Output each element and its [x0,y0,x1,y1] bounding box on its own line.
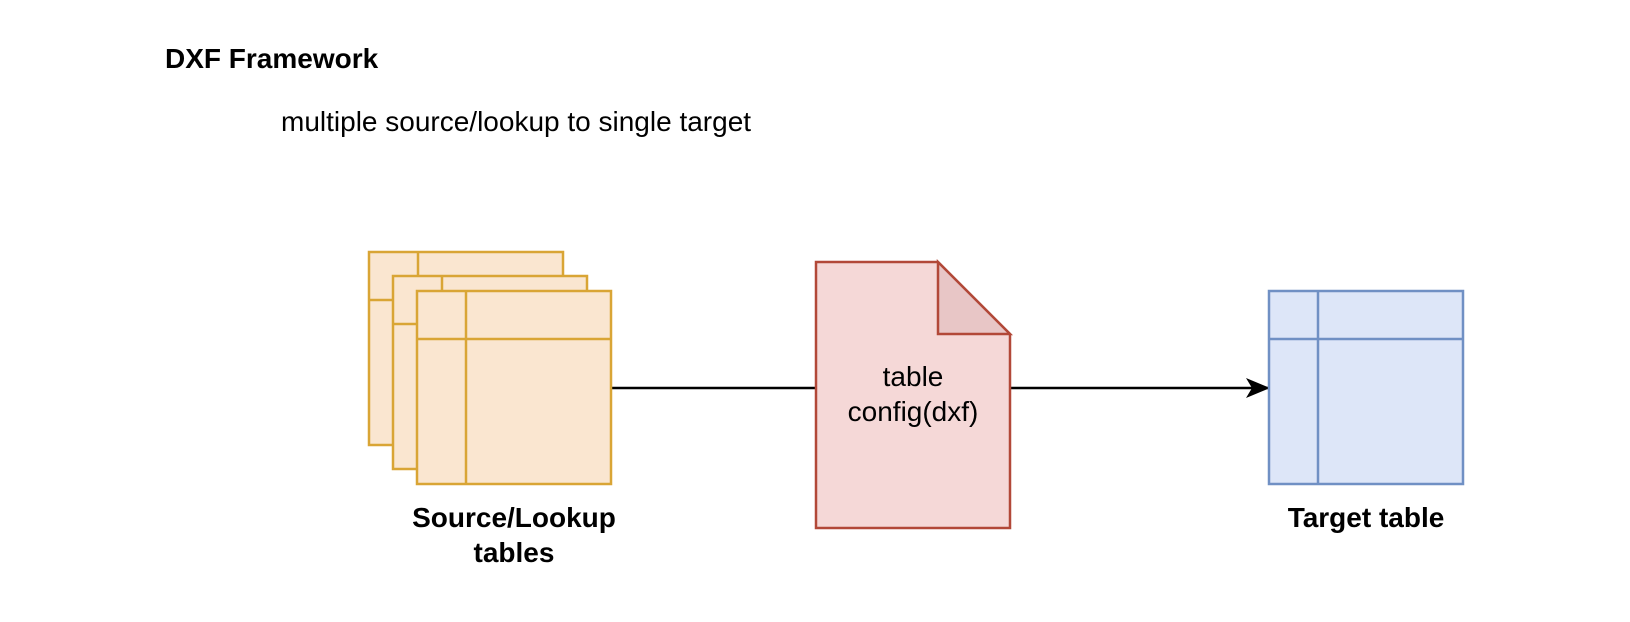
table-stack-front [415,289,613,486]
config-document-text: table [883,361,944,392]
config-document-text-line2: config(dxf) [848,396,979,427]
source-lookup-label: Source/Lookup [412,502,616,533]
source-lookup-label-line2: tables [474,537,555,568]
config-document-shape [814,260,1012,530]
diagram-title: DXF Framework [165,43,379,74]
config-document-node: table config(dxf) [814,258,1014,530]
source-lookup-tables-icon [367,250,613,486]
config-document-fold [936,258,1014,336]
diagram-subtitle: multiple source/lookup to single target [281,106,751,137]
target-table-label: Target table [1288,502,1445,533]
target-table-icon [1267,289,1465,486]
